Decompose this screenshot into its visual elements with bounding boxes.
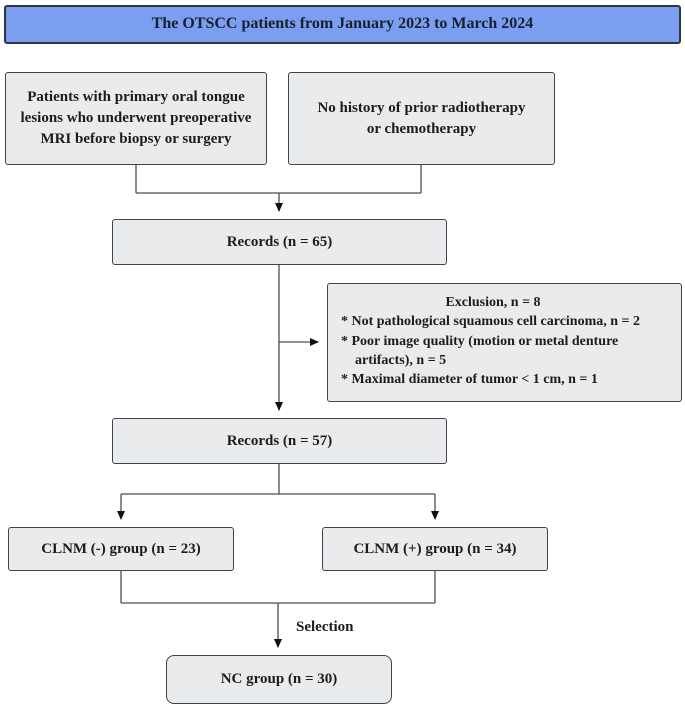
clnm-positive-group-node: CLNM (+) group (n = 34) — [322, 527, 548, 571]
records-57-node: Records (n = 57) — [112, 418, 447, 464]
nc-group-text: NC group (n = 30) — [220, 671, 338, 687]
clnm-positive-group-text: CLNM (+) group (n = 34) — [353, 540, 517, 557]
records-65-text: Records (n = 65) — [226, 233, 333, 250]
exclusion-node: Exclusion, n = 8 * Not pathological squa… — [327, 283, 682, 402]
exclusion-item: * Not pathological squamous cell carcino… — [341, 314, 641, 330]
inclusion-criteria-right-text: No history of prior radiotherapy or chem… — [317, 99, 526, 137]
inclusion-criteria-left-node: Patients with primary oral tongue lesion… — [5, 72, 267, 165]
title-node: The OTSCC patients from January 2023 to … — [4, 5, 681, 44]
exclusion-title: Exclusion, n = 8 — [445, 295, 541, 310]
merge-connector-top — [135, 165, 422, 194]
inclusion-criteria-left-text: Patients with primary oral tongue lesion… — [20, 89, 252, 147]
exclusion-item: * Maximal diameter of tumor < 1 cm, n = … — [341, 372, 598, 388]
records-65-node: Records (n = 65) — [112, 219, 447, 265]
inclusion-criteria-right-node: No history of prior radiotherapy or chem… — [288, 72, 555, 165]
clnm-negative-group-node: CLNM (-) group (n = 23) — [8, 527, 234, 571]
nc-group-node: NC group (n = 30) — [166, 655, 392, 704]
exclusion-item: * Poor image quality (motion or metal de… — [341, 333, 619, 368]
clnm-negative-group-text: CLNM (-) group (n = 23) — [41, 540, 201, 557]
selection-label: Selection — [296, 619, 354, 635]
split-connector — [121, 464, 435, 495]
title-text: The OTSCC patients from January 2023 to … — [151, 15, 534, 33]
merge-connector-bottom — [120, 571, 436, 604]
records-57-text: Records (n = 57) — [226, 432, 333, 449]
